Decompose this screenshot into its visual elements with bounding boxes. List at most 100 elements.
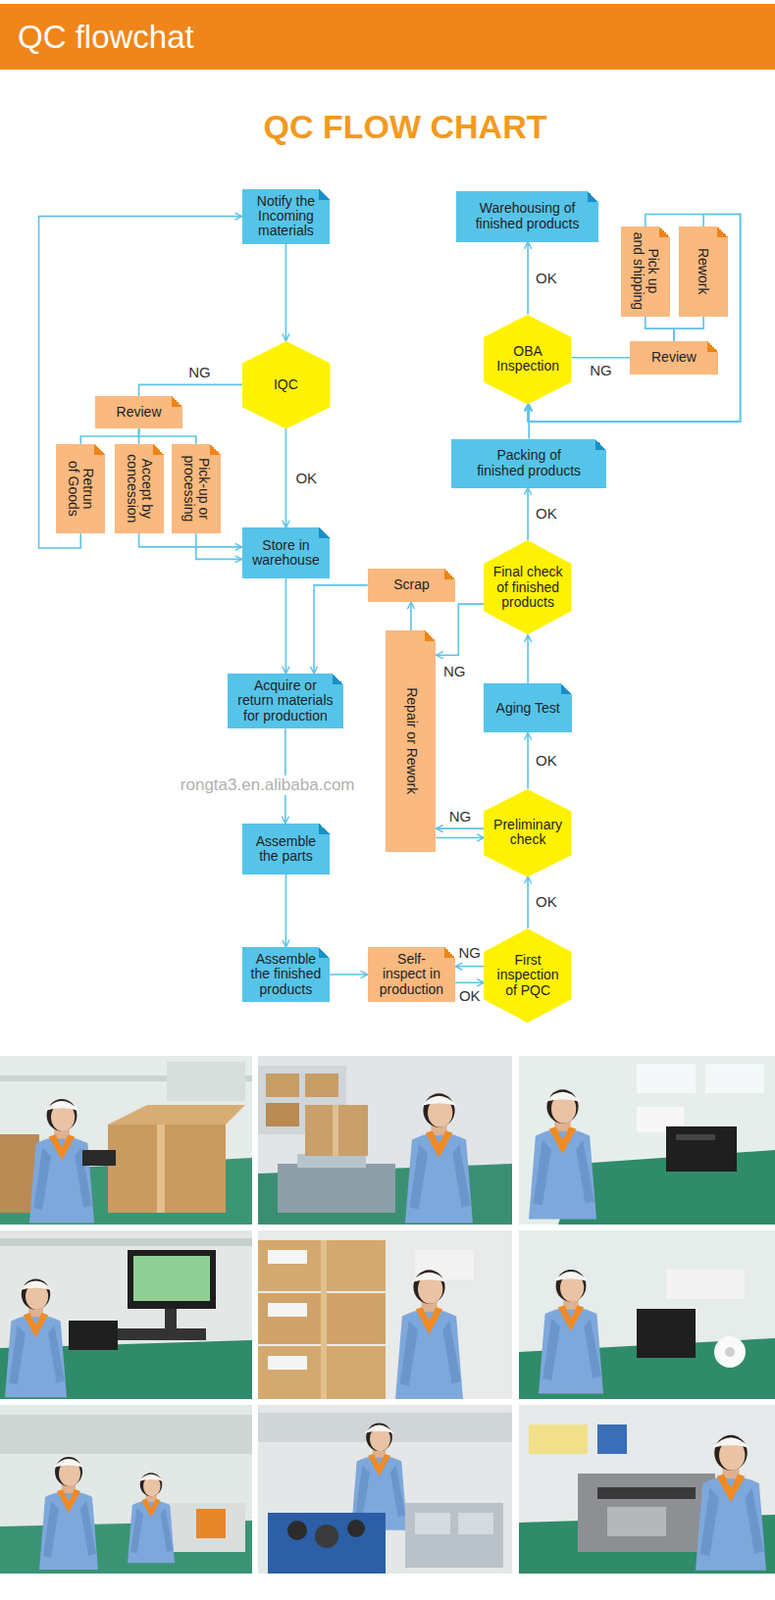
edge-label: NG (448, 808, 473, 826)
corner-fold (595, 439, 607, 451)
photo-detail (267, 1303, 308, 1318)
photo-detail (305, 1074, 339, 1098)
connector-arrow (285, 428, 288, 528)
connector-arrow (527, 404, 530, 439)
edge-label: NG (588, 362, 614, 380)
hexagon-fill (483, 314, 572, 406)
watermark: rongta3.en.alibaba.com (178, 775, 358, 796)
connector-arrow (313, 585, 368, 674)
node-text: Aging Test (489, 701, 567, 717)
photo-detail (675, 1135, 716, 1141)
photo-detail (127, 1250, 216, 1310)
photo-detail (636, 1064, 696, 1094)
photo-detail (117, 1329, 207, 1342)
corner-fold (318, 824, 330, 835)
photo-panel (518, 1056, 775, 1226)
photo-detail (518, 1056, 775, 1226)
photo-detail (458, 1513, 494, 1536)
photo-detail (395, 1270, 464, 1400)
process-box: Aging Test (483, 683, 572, 733)
node-text: Review (101, 405, 178, 420)
photo-detail (258, 1231, 513, 1400)
node-text: Rework (695, 232, 711, 311)
node-text: Notify the Incoming materials (248, 194, 325, 240)
photo-detail (133, 1256, 210, 1302)
corner-fold (707, 341, 719, 353)
photo-detail (528, 1425, 588, 1455)
connector-arrow (285, 875, 288, 948)
connector-arrow (571, 357, 630, 360)
corner-fold (209, 444, 221, 456)
decision-hexagon: Final check of finished products (483, 540, 572, 635)
node-text: Acquire or return materials for producti… (233, 678, 338, 724)
photo-detail (267, 1356, 308, 1371)
photo-detail (405, 1503, 504, 1569)
corner-fold (444, 568, 456, 580)
photo-detail (196, 1509, 226, 1540)
photo-detail (724, 1347, 735, 1358)
photo-detail (405, 1093, 473, 1224)
connector-arrow (435, 837, 484, 840)
vertical-process-box: Accept by concession (114, 444, 164, 535)
photo-detail (156, 1125, 165, 1214)
photo-detail (107, 1105, 246, 1126)
vertical-process-box: Pick-up or processing (171, 444, 221, 535)
chart-title: QC FLOW CHART (17, 107, 775, 147)
photo-panel (0, 1056, 253, 1226)
corner-fold (153, 444, 164, 456)
node-text: First inspection of PQC (491, 953, 565, 999)
connector-arrow (455, 966, 484, 969)
photo-detail (538, 1270, 604, 1395)
connector-arrow (138, 428, 141, 445)
photo-detail (107, 1125, 226, 1214)
photo-detail (518, 1231, 775, 1400)
photo-detail (267, 1513, 386, 1575)
vertical-process-box: Retrun of Goods (55, 444, 105, 535)
connector-arrow (526, 732, 529, 789)
connector-arrow (527, 214, 741, 422)
connector-arrow (526, 877, 529, 930)
photo-detail (695, 1436, 767, 1572)
corner-fold (587, 191, 599, 203)
connector-arrow (139, 533, 243, 548)
corner-fold (318, 527, 330, 539)
photo-detail (4, 1279, 67, 1398)
photo-panel (518, 1405, 775, 1575)
photo-detail (314, 1525, 339, 1550)
photo-detail (347, 1520, 365, 1539)
review-box: Scrap (367, 568, 457, 603)
connector-arrow (526, 242, 529, 315)
photo-detail (82, 1150, 116, 1167)
photo-detail (607, 1507, 667, 1538)
connector-arrow (80, 428, 139, 445)
corner-fold (561, 683, 572, 695)
edge-label: NG (442, 664, 467, 681)
corner-fold (318, 947, 330, 959)
hexagon-fill (483, 540, 572, 635)
photo-detail (305, 1105, 368, 1157)
photo-detail (297, 1154, 366, 1169)
connector-arrow (435, 604, 484, 656)
connector-arrow (673, 316, 704, 342)
node-text: Scrap (373, 577, 451, 593)
edge-label: OK (534, 506, 559, 523)
connector-arrow (329, 974, 368, 977)
edge-label: OK (294, 469, 318, 487)
photo-detail (127, 1473, 175, 1564)
photo-detail (277, 1164, 396, 1214)
photo-detail (414, 1513, 451, 1536)
photo-detail (666, 1270, 745, 1300)
node-text: Store in warehouse (248, 538, 325, 569)
corner-fold (717, 226, 728, 238)
photo-detail (0, 1405, 253, 1575)
photo-detail (267, 1250, 308, 1265)
node-text: Final check of finished products (491, 565, 565, 611)
node-text: Assemble the parts (248, 834, 325, 866)
photo-detail (666, 1127, 737, 1173)
decision-hexagon: Preliminary check (483, 789, 572, 879)
process-box: Packing of finished products (451, 439, 607, 489)
photo-grid (0, 1056, 775, 1579)
node-text: Review (635, 350, 713, 365)
node-text: OBA Inspection (491, 344, 565, 375)
